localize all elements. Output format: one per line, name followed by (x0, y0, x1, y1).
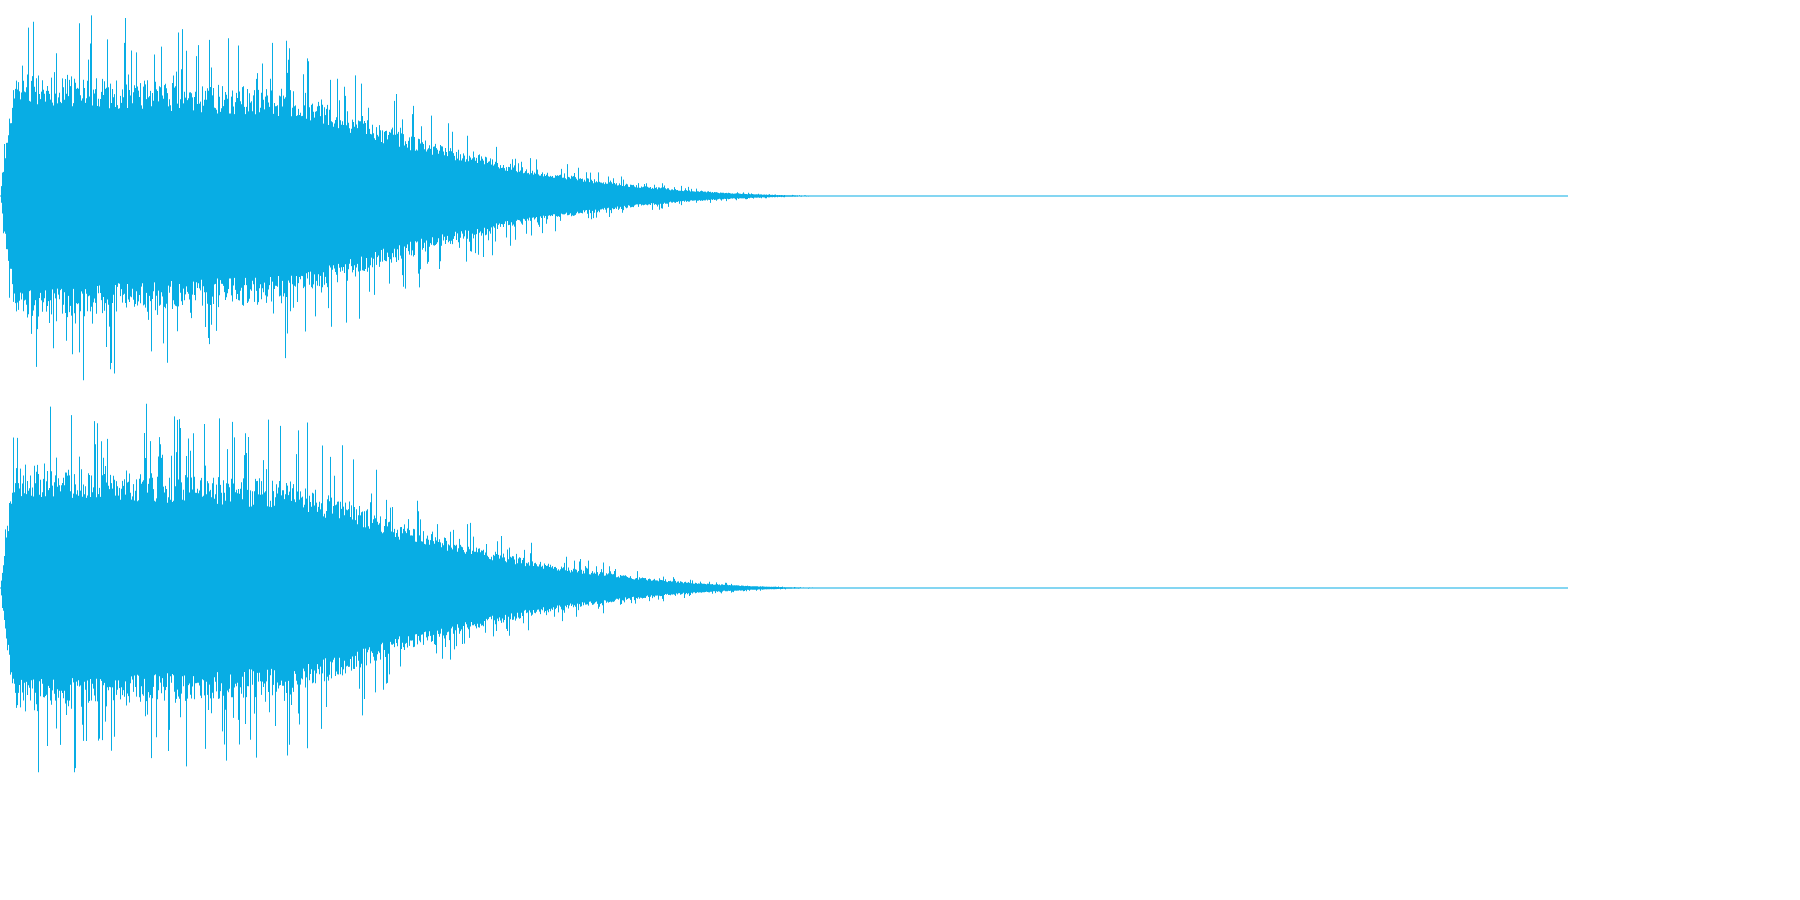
waveform-peaks-path (1, 15, 818, 381)
waveform-right-svg (0, 403, 1568, 773)
waveform-left-svg (0, 15, 1568, 381)
waveform-channel-right (0, 392, 1568, 784)
waveform-viewport (0, 0, 1568, 784)
waveform-left-peaks (1, 15, 818, 381)
waveform-channel-left (0, 0, 1568, 392)
